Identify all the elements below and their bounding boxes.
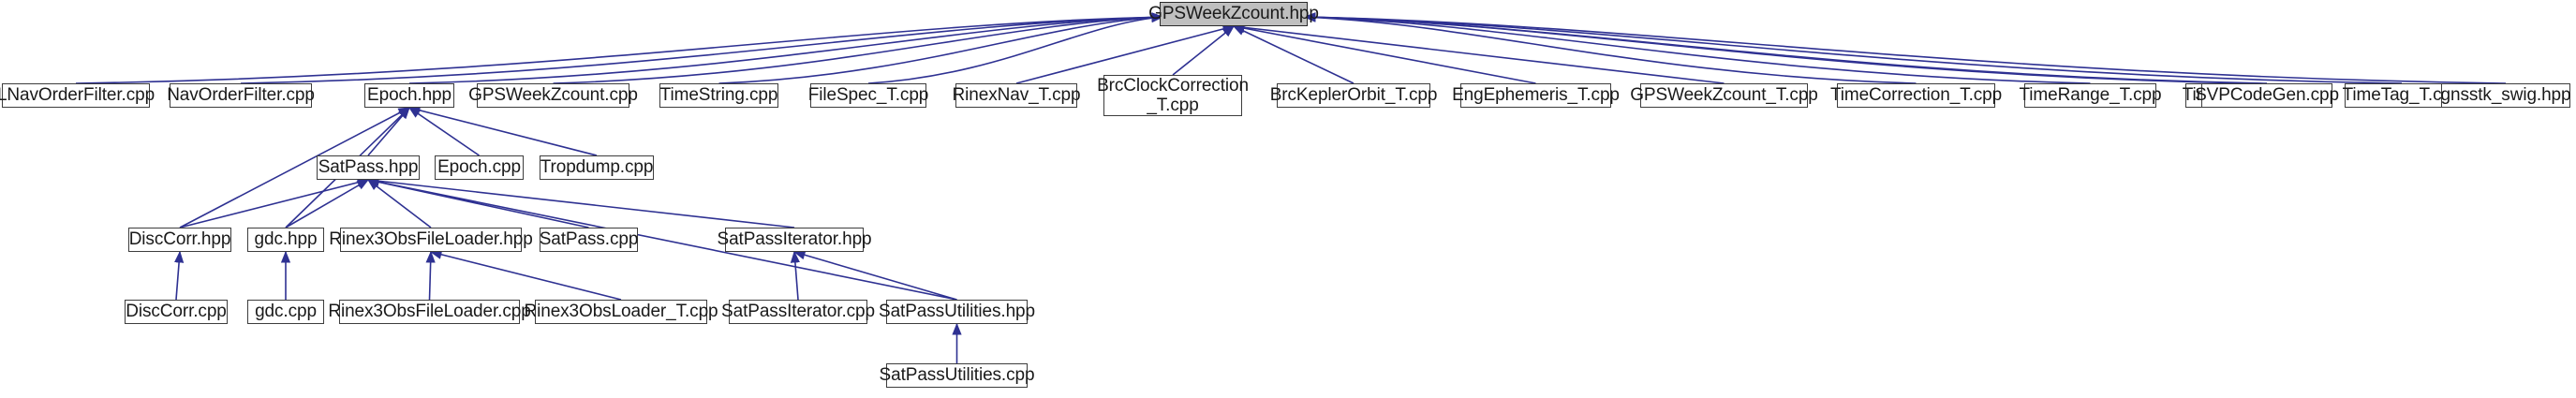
graph-node-engephemeris-t-cpp[interactable]: EngEphemeris_T.cpp [1452, 83, 1620, 108]
graph-node-disccorr-cpp[interactable]: DiscCorr.cpp [125, 300, 228, 324]
graph-edge-satpassutilities-hpp-to-satpassiterator-hpp [792, 250, 957, 301]
graph-edge-rinex3obsloader-t-cpp-to-rinex3obsfileloader-hpp [429, 249, 622, 301]
graph-node-gpsweekzcount-t-cpp[interactable]: GPSWeekZcount_T.cpp [1630, 83, 1818, 108]
graph-node-satpass-cpp[interactable]: SatPass.cpp [540, 228, 638, 252]
graph-edge-gdc-hpp-to-satpass-hpp [285, 179, 370, 228]
graph-edge-svpcodegen-cpp-to-gpsweekzcount-hpp [1303, 12, 2268, 84]
graph-edge-disccorr-hpp-to-satpass-hpp [179, 177, 370, 228]
graph-edge-gpsweekzcount-cpp-to-gpsweekzcount-hpp [553, 12, 1164, 84]
graph-node-tropdump-cpp[interactable]: Tropdump.cpp [540, 155, 654, 180]
graph-edge-lnavorderfilter-cpp-to-gpsweekzcount-hpp [75, 12, 1164, 84]
graph-node-rinex3obsfileloader-cpp[interactable]: Rinex3ObsFileLoader.cpp [328, 300, 531, 324]
graph-edge-timestring-t-cpp-to-gpsweekzcount-hpp [1303, 12, 2251, 84]
graph-edge-timetag-t-cpp-to-gpsweekzcount-hpp [1303, 12, 2403, 84]
graph-node-satpassutilities-cpp[interactable]: SatPassUtilities.cpp [880, 363, 1035, 388]
graph-node-gnsstk-swig-hpp[interactable]: gnsstk_swig.hpp [2441, 83, 2571, 108]
graph-node-gpsweekzcount-hpp[interactable]: GPSWeekZcount.hpp [1148, 2, 1319, 26]
graph-edge-satpass-hpp-to-epoch-hpp [367, 107, 410, 156]
graph-edge-disccorr-cpp-to-disccorr-hpp [173, 250, 185, 301]
graph-edge-satpassiterator-cpp-to-satpassiterator-hpp [790, 250, 801, 301]
graph-node-brckeplerorbit-t-cpp[interactable]: BrcKeplerOrbit_T.cpp [1270, 83, 1437, 108]
graph-node-timecorrection-t-cpp[interactable]: TimeCorrection_T.cpp [1830, 83, 2002, 108]
graph-edge-satpass-cpp-to-satpass-hpp [366, 177, 589, 228]
graph-node-satpassiterator-cpp[interactable]: SatPassIterator.cpp [721, 300, 875, 324]
graph-edge-navorderfilter-cpp-to-gpsweekzcount-hpp [240, 12, 1164, 84]
graph-node-navorderfilter-cpp[interactable]: NavOrderFilter.cpp [167, 83, 315, 108]
graph-node-satpass-hpp[interactable]: SatPass.hpp [317, 155, 420, 180]
graph-edge-satpassiterator-hpp-to-satpass-hpp [366, 176, 795, 228]
graph-edge-gpsweekzcount-t-cpp-to-gpsweekzcount-hpp [1232, 22, 1725, 84]
graph-node-brcclockcorrection-t-cpp[interactable]: BrcClockCorrection _T.cpp [1097, 75, 1249, 116]
graph-node-rinex3obsfileloader-hpp[interactable]: Rinex3ObsFileLoader.hpp [329, 228, 533, 252]
graph-node-epoch-hpp[interactable]: Epoch.hpp [364, 83, 454, 108]
graph-edge-rinex3obsfileloader-cpp-to-rinex3obsfileloader-hpp [425, 250, 436, 301]
graph-node-gpsweekzcount-cpp[interactable]: GPSWeekZcount.cpp [468, 83, 638, 108]
graph-node-rinex3obsloader-t-cpp[interactable]: Rinex3ObsLoader_T.cpp [524, 300, 718, 324]
graph-edge-timestring-cpp-to-gpsweekzcount-hpp [718, 12, 1164, 84]
graph-edge-timerange-t-cpp-to-gpsweekzcount-hpp [1303, 12, 2091, 84]
graph-edge-timecorrection-t-cpp-to-gpsweekzcount-hpp [1303, 12, 1917, 84]
graph-node-satpassiterator-hpp[interactable]: SatPassIterator.hpp [718, 228, 872, 252]
graph-node-rinexnav-t-cpp[interactable]: RinexNav_T.cpp [953, 83, 1081, 108]
graph-edge-filespec-t-cpp-to-gpsweekzcount-hpp [867, 12, 1164, 84]
graph-edge-brcclockcorrection-t-cpp-to-gpsweekzcount-hpp [1172, 25, 1235, 76]
graph-edge-gnsstk-swig-hpp-to-gpsweekzcount-hpp [1303, 12, 2507, 84]
graph-node-gdc-cpp[interactable]: gdc.cpp [247, 300, 324, 324]
graph-node-svpcodegen-cpp[interactable]: SVPCodeGen.cpp [2195, 83, 2339, 108]
graph-node-timestring-cpp[interactable]: TimeString.cpp [659, 83, 778, 108]
graph-edge-rinex3obsfileloader-hpp-to-satpass-hpp [366, 179, 432, 228]
graph-node-gdc-hpp[interactable]: gdc.hpp [247, 228, 324, 252]
graph-node-satpassutilities-hpp[interactable]: SatPassUtilities.hpp [879, 300, 1035, 324]
graph-node-timetag-t-cpp[interactable]: TimeTag_T.cpp [2343, 83, 2462, 108]
graph-node-timerange-t-cpp[interactable]: TimeRange_T.cpp [2020, 83, 2162, 108]
graph-edge-brckeplerorbit-t-cpp-to-gpsweekzcount-hpp [1232, 25, 1355, 84]
graph-node-filespec-t-cpp[interactable]: FileSpec_T.cpp [808, 83, 928, 108]
graph-node-disccorr-hpp[interactable]: DiscCorr.hpp [128, 228, 231, 252]
graph-edge-engephemeris-t-cpp-to-gpsweekzcount-hpp [1232, 23, 1536, 84]
graph-node-lnavorderfilter-cpp[interactable]: LNavOrderFilter.cpp [0, 83, 155, 108]
graph-node-epoch-cpp[interactable]: Epoch.cpp [435, 155, 524, 180]
graph-edge-epoch-hpp-to-gpsweekzcount-hpp [408, 12, 1164, 84]
graph-edge-epoch-cpp-to-epoch-hpp [407, 107, 480, 156]
graph-edge-tropdump-cpp-to-epoch-hpp [407, 105, 598, 156]
